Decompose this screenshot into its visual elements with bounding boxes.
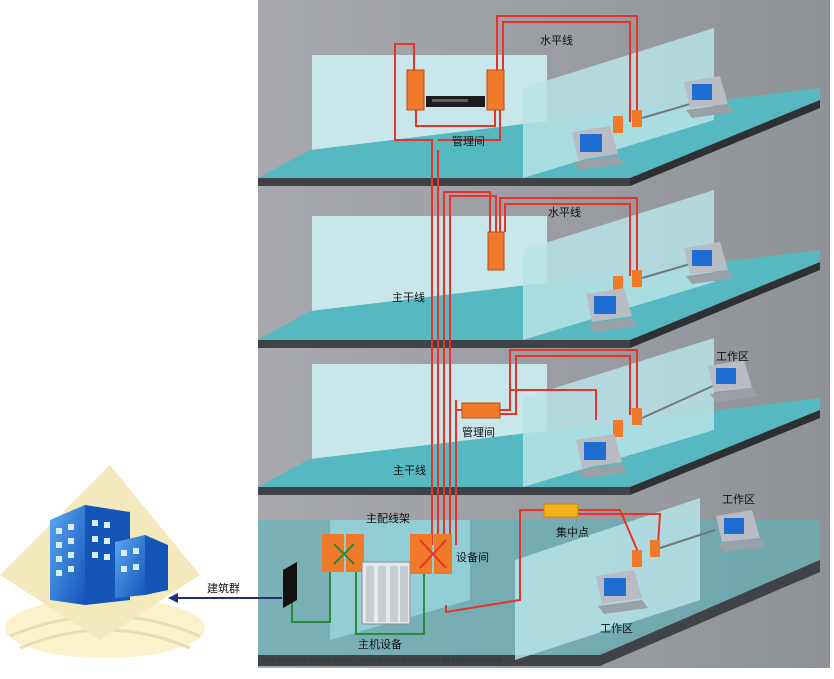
patch-panel-icon — [486, 69, 505, 111]
computer-icon — [596, 570, 648, 614]
computer-icon — [716, 510, 766, 552]
computer-icon — [572, 126, 624, 170]
building-icon — [0, 465, 205, 658]
computer-icon — [708, 360, 758, 402]
label-work-area-1: 工作区 — [716, 350, 749, 363]
patch-panel-icon — [406, 69, 425, 111]
horizontal-cables-floor-2 — [455, 349, 638, 420]
consolidation-point — [543, 503, 579, 518]
patch-panel-icon — [346, 534, 364, 572]
label-work-area-2: 工作区 — [722, 493, 755, 506]
horizontal-cables-floor-3 — [443, 191, 638, 276]
green-cables — [291, 572, 425, 635]
patch-panel-icon — [434, 534, 452, 574]
host-equipment-rack — [361, 561, 411, 625]
label-horizontal-cabling-2: 水平线 — [548, 206, 581, 219]
horizontal-cables-floor-4 — [394, 15, 638, 150]
patch-panel-icon — [487, 231, 505, 271]
horizontal-cables-floor-1 — [445, 509, 662, 614]
floor-2 — [258, 338, 820, 495]
entrance-plate — [283, 562, 297, 608]
label-telecom-room-2: 管理间 — [462, 426, 495, 439]
floor-3 — [258, 190, 820, 348]
backbone-cables — [431, 150, 457, 545]
telecom-room-floor-2 — [461, 402, 501, 419]
computer-icon — [576, 434, 628, 478]
label-equipment-room: 设备间 — [456, 551, 489, 564]
label-telecom-room-1: 管理间 — [452, 135, 485, 148]
telecom-room-floor-3 — [487, 231, 505, 271]
outlets-floor-3 — [613, 263, 691, 293]
label-building-group: 建筑群 — [207, 582, 240, 595]
label-backbone-1: 主干线 — [392, 291, 425, 304]
outlets-floor-2 — [613, 384, 716, 437]
label-main-distribution-frame: 主配线架 — [366, 512, 410, 525]
outlets-floor-4 — [613, 103, 691, 133]
label-consolidation-point: 集中点 — [556, 526, 589, 539]
label-horizontal-cabling-1: 水平线 — [540, 34, 573, 47]
copyright-text: Inen Intelligent System Design - Cabling… — [262, 657, 503, 664]
patch-panel-icon — [322, 534, 344, 572]
computer-icon — [586, 288, 638, 332]
computer-icon — [684, 242, 734, 284]
label-host-equipment: 主机设备 — [358, 638, 402, 651]
patch-panel-icon — [461, 402, 501, 419]
patch-panel-icon — [410, 534, 432, 574]
label-work-area-3: 工作区 — [600, 622, 633, 635]
telecom-room-floor-4 — [406, 69, 505, 111]
label-backbone-2: 主干线 — [393, 464, 426, 477]
outlets-floor-1 — [632, 529, 716, 567]
computer-icon — [684, 76, 734, 118]
main-distribution-frame — [322, 534, 452, 574]
